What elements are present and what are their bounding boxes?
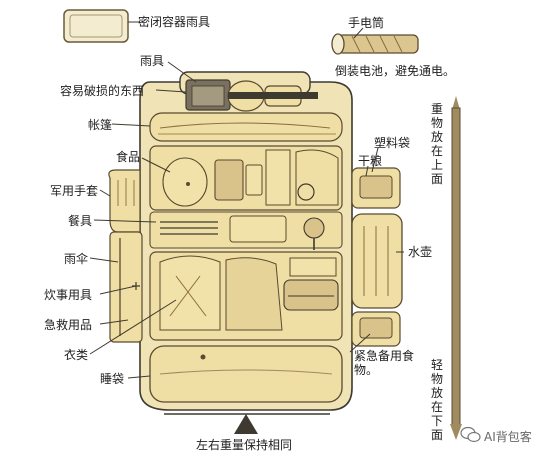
label-umbrella: 雨伞 (64, 252, 89, 266)
wechat-icon (460, 426, 481, 443)
label-clothes: 衣类 (64, 348, 89, 362)
food-compartment (149, 145, 343, 211)
label-tent: 帐篷 (88, 118, 113, 132)
label-first-aid: 急救用品 (44, 318, 93, 332)
label-battery-note: 倒装电池，避免通电。 (335, 64, 456, 78)
label-heavy-top: 重物放在上面 (431, 102, 444, 186)
label-kettle: 水壶 (408, 245, 433, 259)
utensil-compartment (149, 211, 343, 250)
label-food: 食品 (116, 150, 141, 164)
label-emergency-food: 紧急备用食物。 (354, 349, 415, 377)
label-cooking: 炊事用具 (44, 288, 93, 302)
sealed-container-icon (63, 9, 129, 43)
left-side-pocket (108, 169, 143, 343)
balance-base (164, 413, 330, 434)
clothing-compartment (149, 251, 343, 341)
label-container-lid: 密闭容器雨具 (138, 15, 211, 29)
label-light-bottom: 轻物放在下面 (431, 358, 444, 442)
top-pouch-items (185, 79, 318, 112)
leader-lines (89, 21, 404, 379)
weight-arrow-bar (450, 96, 462, 440)
right-side-pocket (351, 167, 403, 347)
sleeping-bag (149, 345, 343, 403)
label-flashlight: 手电筒 (348, 16, 385, 30)
label-balance: 左右重量保持相同 (196, 438, 293, 452)
label-gloves: 军用手套 (50, 184, 99, 198)
label-rain-gear: 雨具 (140, 54, 165, 68)
tent-roll (149, 112, 343, 142)
label-sleeping-bag: 睡袋 (100, 372, 125, 386)
label-plastic-bag: 塑料袋 (374, 136, 411, 150)
flashlight-icon (331, 33, 419, 55)
label-utensils: 餐具 (68, 214, 93, 228)
label-dry-food: 干粮 (358, 154, 383, 168)
watermark-text: AI背包客 (484, 430, 532, 444)
label-fragile: 容易破损的东西 (60, 84, 145, 98)
